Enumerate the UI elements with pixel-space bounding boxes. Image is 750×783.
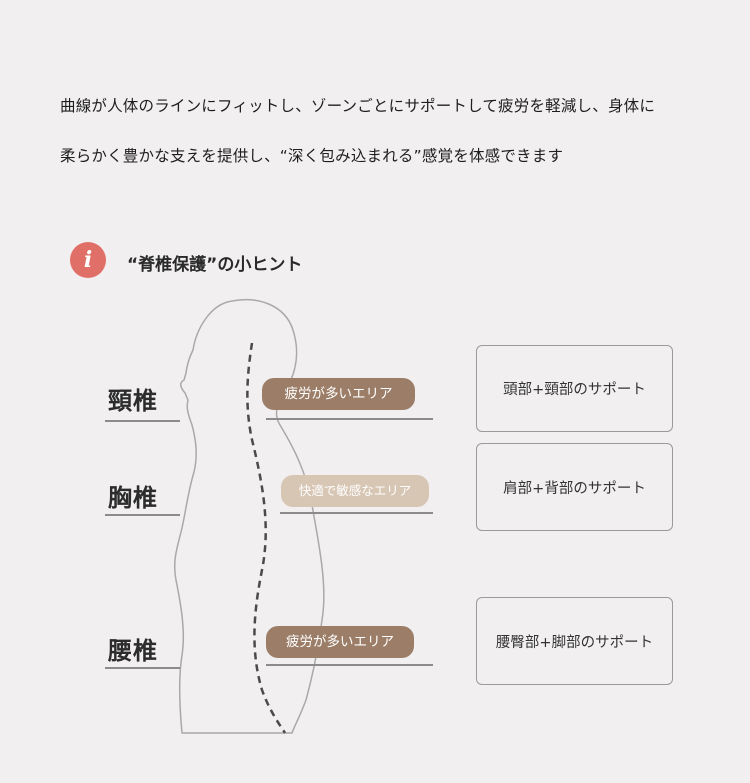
zone-tag: 疲労が多いエリア <box>266 626 414 658</box>
support-box: 頭部+頸部のサポート <box>476 345 673 432</box>
zone-rule-right <box>280 512 433 514</box>
support-box-label: 肩部+背部のサポート <box>503 480 646 497</box>
zone-tag: 疲労が多いエリア <box>262 378 415 410</box>
zone-rule-left <box>105 514 180 516</box>
hint-title: “脊椎保護”の小ヒント <box>127 255 303 275</box>
support-box: 肩部+背部のサポート <box>476 443 673 531</box>
spine-line <box>246 342 287 734</box>
info-icon: i <box>70 242 106 278</box>
support-box-label: 頭部+頸部のサポート <box>503 382 646 398</box>
zone-label-lumbar: 腰椎 <box>108 637 158 665</box>
body-outline <box>173 298 325 734</box>
zone-rule-right <box>266 664 433 666</box>
zone-rule-left <box>105 667 180 669</box>
intro-line-1: 曲線が人体のラインにフィットし、ゾーンごとにサポートして疲労を軽減し、身体に <box>60 97 656 115</box>
zone-label-thoracic: 胸椎 <box>108 484 158 512</box>
zone-rule-right <box>266 418 433 420</box>
zone-tag: 快適で敏感なエリア <box>281 475 429 507</box>
support-box: 腰臀部+脚部のサポート <box>476 597 673 685</box>
support-box-label: 腰臀部+脚部のサポート <box>495 634 654 651</box>
zone-rule-left <box>105 420 180 422</box>
zone-label-cervical: 頸椎 <box>108 387 158 415</box>
intro-line-2: 柔らかく豊かな支えを提供し、“深く包み込まれる”感覚を体感できます <box>60 147 564 165</box>
